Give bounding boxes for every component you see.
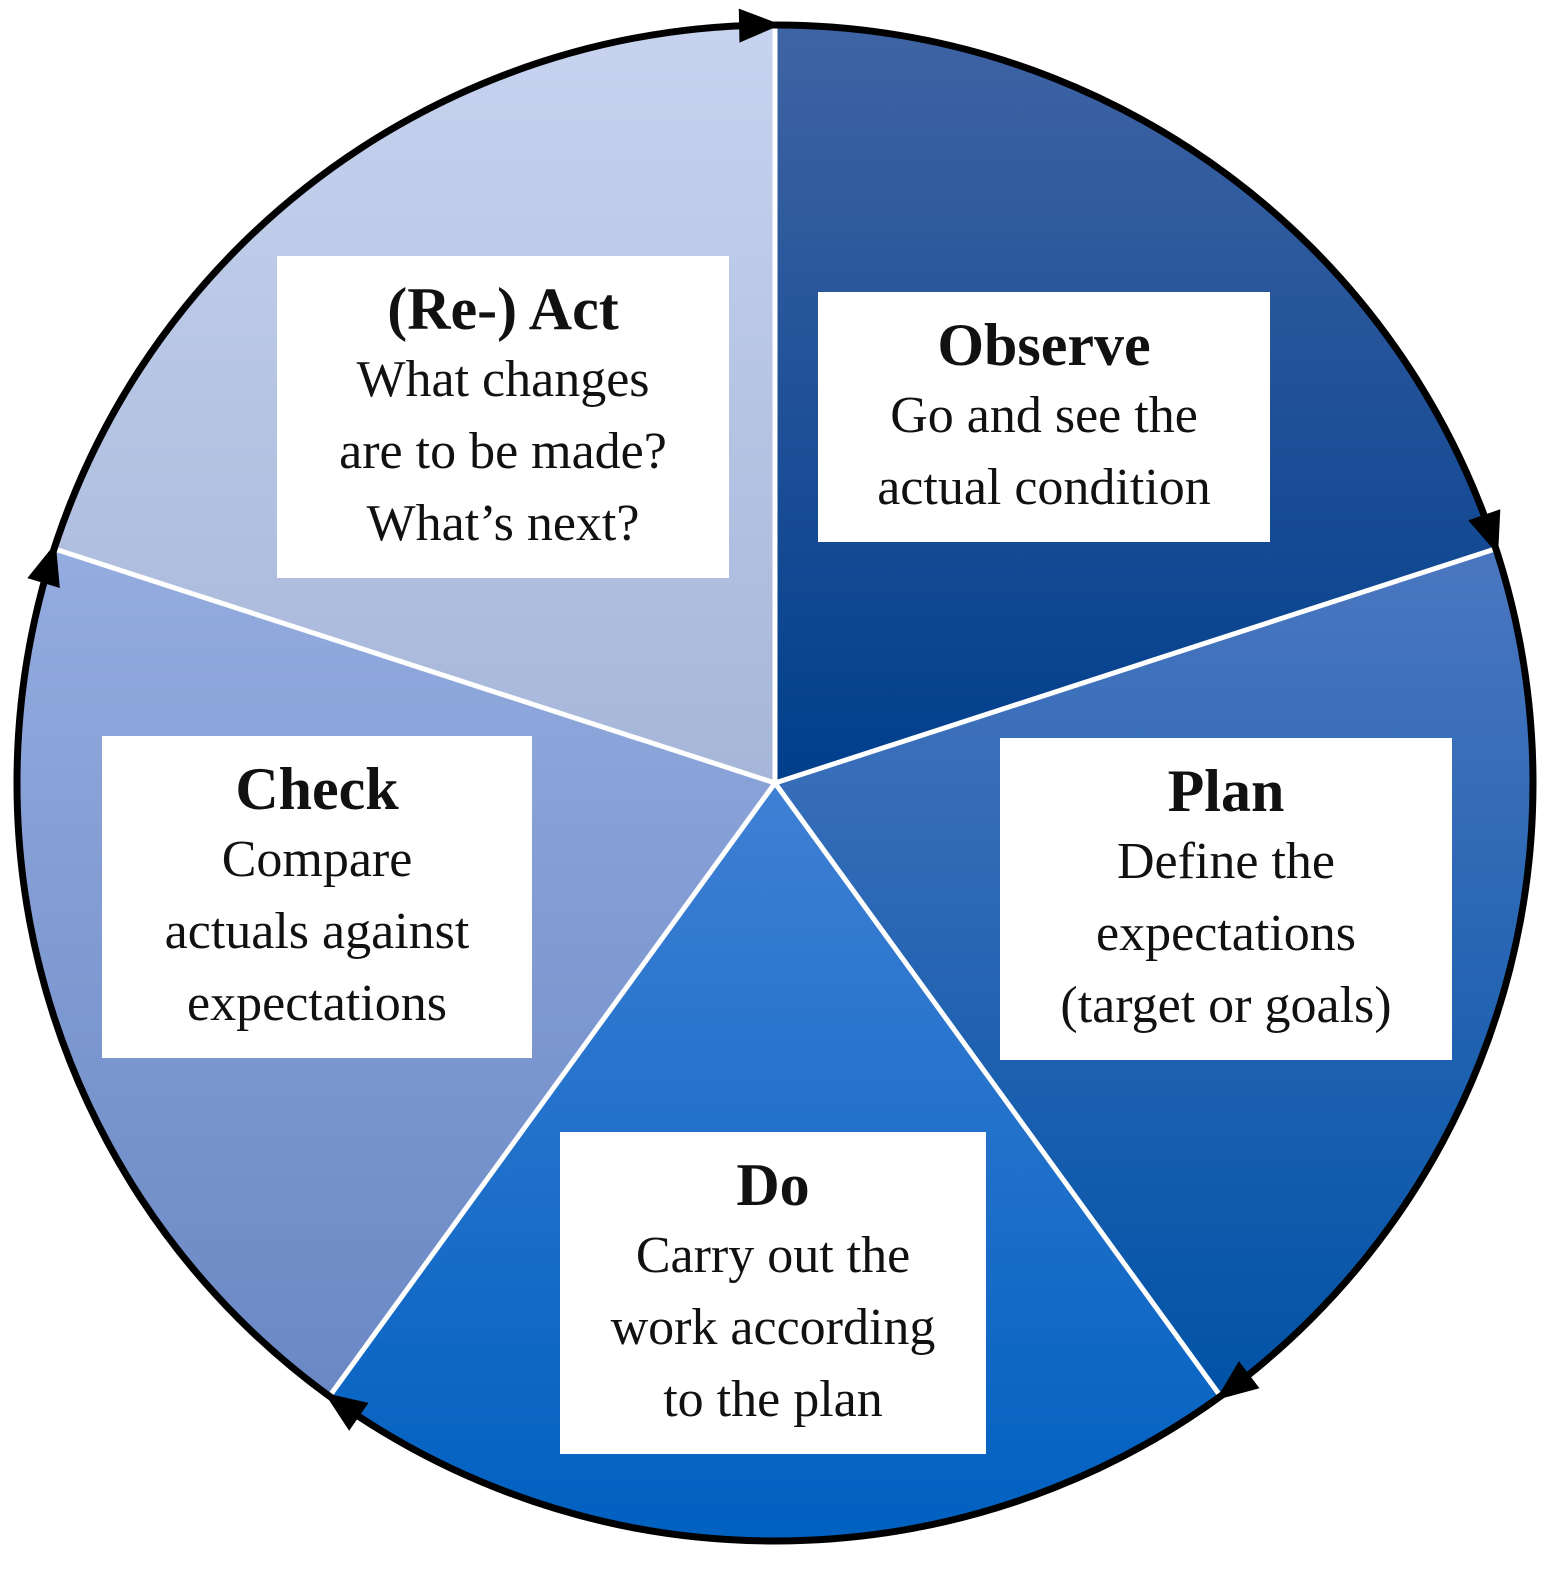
stage-act-box: (Re-) Act What changes are to be made? W… <box>277 256 729 578</box>
stage-plan-description: Define the expectations (target or goals… <box>1060 833 1392 1034</box>
cycle-arrowhead-icon-4 <box>324 1392 369 1431</box>
stage-plan-title: Plan <box>1167 758 1285 824</box>
stage-check-description: Compare actuals against expectations <box>164 831 470 1032</box>
stage-do-box: Do Carry out the work according to the p… <box>560 1132 986 1454</box>
cycle-arrowhead-icon-3 <box>1215 1361 1260 1401</box>
sector-divider-3 <box>772 781 1223 1398</box>
stage-do-title: Do <box>736 1152 810 1218</box>
cycle-arrowhead-icon-2 <box>1468 509 1501 555</box>
cycle-arrowhead-icon-5 <box>27 542 60 588</box>
sector-divider-4 <box>327 781 778 1398</box>
stage-check-title: Check <box>235 756 399 822</box>
stage-observe-box: Observe Go and see the actual condition <box>818 292 1270 542</box>
stage-check-box: Check Compare actuals against expectatio… <box>102 736 532 1058</box>
stage-do-description: Carry out the work according to the plan <box>610 1227 936 1428</box>
sector-divider-2 <box>774 546 1497 786</box>
stage-observe-title: Observe <box>937 312 1151 378</box>
stage-act-title: (Re-) Act <box>387 276 619 342</box>
sector-divider-5 <box>53 546 776 786</box>
stage-plan-box: Plan Define the expectations (target or … <box>1000 738 1452 1060</box>
stage-act-description: What changes are to be made? What’s next… <box>339 351 667 552</box>
stage-observe-description: Go and see the actual condition <box>877 387 1211 516</box>
cycle-arrowhead-icon-1 <box>738 8 782 43</box>
